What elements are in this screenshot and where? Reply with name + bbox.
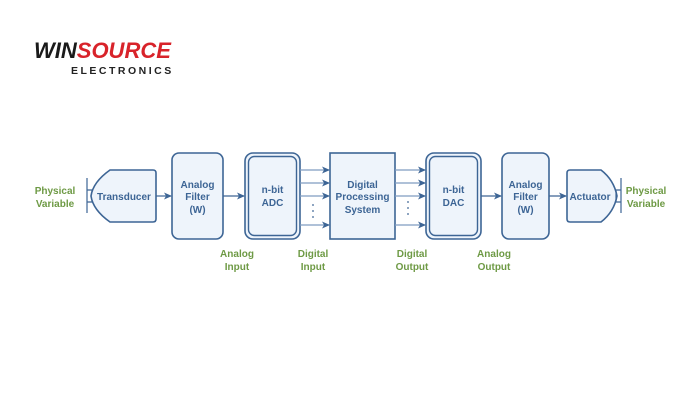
filter-in-label: (W): [189, 205, 205, 216]
actuator-block: [566, 169, 618, 223]
svg-text:WINSOURCE: WINSOURCE: [34, 38, 172, 63]
dsp-label: Digital: [347, 180, 378, 191]
output-physical-variable-line1: Physical: [626, 186, 667, 197]
analog-output-label: Analog: [477, 249, 511, 260]
filter-out-label: (W): [517, 205, 533, 216]
actuator-bracket-icon: [615, 178, 622, 213]
dsp-label: System: [345, 205, 381, 216]
filter-in-label: Analog: [181, 180, 215, 191]
svg-text:ELECTRONICS: ELECTRONICS: [71, 65, 174, 77]
digital-output-label: Digital: [397, 249, 428, 260]
filter-out-label: Filter: [513, 192, 538, 203]
dsp-label: Processing: [336, 192, 390, 203]
transducer-block: [90, 169, 157, 223]
digital-input-label: Input: [301, 262, 326, 273]
dac-label: DAC: [443, 198, 465, 209]
output-physical-variable-line2: Variable: [627, 199, 666, 210]
digital-output-bus: [395, 166, 426, 229]
winsource-logo: WINSOURCE ELECTRONICS: [34, 38, 174, 77]
digital-input-label: Digital: [298, 249, 329, 260]
input-physical-variable-line1: Physical: [35, 186, 76, 197]
actuator-label: Actuator: [569, 192, 610, 203]
analog-input-label: Input: [225, 262, 250, 273]
dac-label: n-bit: [443, 185, 465, 196]
transducer-label: Transducer: [97, 192, 151, 203]
adc-block: [244, 152, 301, 240]
digital-input-bus: [300, 166, 330, 229]
filter-in-label: Filter: [185, 192, 210, 203]
dac-block: [425, 152, 482, 240]
dac-inner-border: [428, 155, 479, 237]
adc-inner-border: [247, 155, 298, 237]
adc-label: n-bit: [262, 185, 284, 196]
filter-out-label: Analog: [509, 180, 543, 191]
digital-output-label: Output: [396, 262, 429, 273]
input-physical-variable-line2: Variable: [36, 199, 75, 210]
analog-input-label: Analog: [220, 249, 254, 260]
digital-processing-system-block: [329, 152, 396, 240]
analog-output-label: Output: [478, 262, 511, 273]
adc-label: ADC: [262, 198, 284, 209]
